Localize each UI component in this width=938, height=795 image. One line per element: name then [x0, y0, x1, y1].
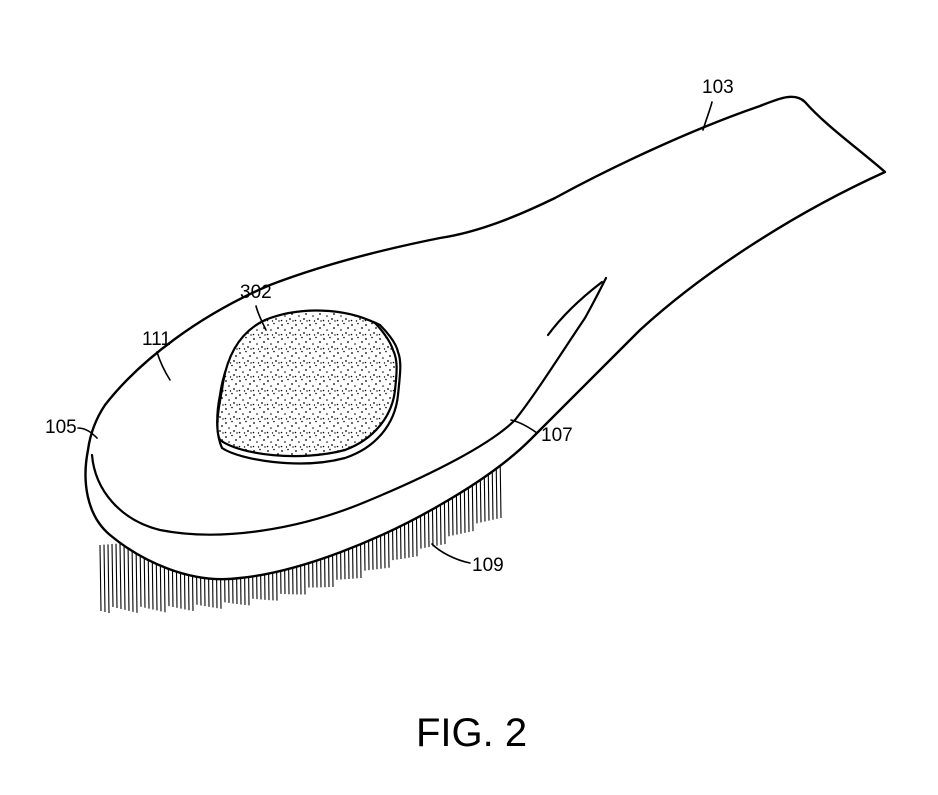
label-109: 109 [472, 555, 504, 576]
bristle [115, 543, 118, 608]
leader-111 [156, 351, 171, 381]
label-302: 302 [240, 282, 272, 303]
bristle [99, 544, 102, 612]
leader-302 [255, 305, 267, 331]
figure-caption: FIG. 2 [416, 711, 527, 755]
leader-107 [510, 419, 538, 434]
bristle [119, 543, 122, 609]
label-111: 111 [142, 329, 171, 350]
bristle [131, 542, 134, 612]
leader-103 [702, 101, 713, 131]
bristle [107, 544, 110, 613]
bristle [103, 544, 106, 613]
handle-side-groove [546, 280, 604, 337]
pumice-pad [216, 309, 398, 458]
leader-105 [77, 427, 98, 439]
bristle [111, 544, 114, 607]
label-103: 103 [702, 77, 734, 98]
leader-109 [431, 543, 471, 564]
head-rim-line [90, 276, 608, 536]
bristle [123, 543, 126, 610]
label-105: 105 [45, 417, 77, 438]
bristle [127, 542, 130, 611]
label-107: 107 [541, 425, 573, 446]
